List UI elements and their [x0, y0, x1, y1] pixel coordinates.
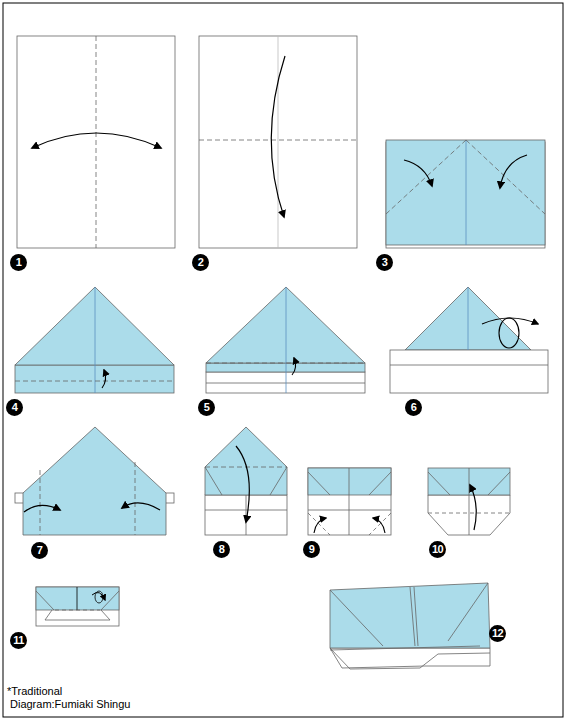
- credit-note: *Traditional: [7, 686, 62, 697]
- step-circle: 11: [10, 632, 27, 649]
- step-number: 8: [219, 544, 225, 555]
- step-circle: 7: [31, 542, 48, 559]
- step-circle: 12: [489, 625, 506, 642]
- step-number: 11: [13, 635, 24, 646]
- credit-note: Diagram:Fumiaki Shingu: [10, 699, 130, 710]
- step-circle: 5: [198, 399, 215, 416]
- step-circle: 2: [192, 254, 209, 271]
- step-number: 1: [16, 257, 22, 268]
- step-number: 3: [382, 257, 388, 268]
- step-circle: 1: [10, 254, 27, 271]
- step-circle: 6: [405, 399, 422, 416]
- step-number: 4: [12, 402, 18, 413]
- step-circle: 10: [429, 541, 446, 558]
- step-circle: 8: [213, 541, 230, 558]
- step-number: 7: [37, 545, 43, 556]
- step-number: 9: [309, 544, 315, 555]
- credit-text: *Traditional: [7, 685, 62, 697]
- credit-text: Diagram:Fumiaki Shingu: [10, 698, 130, 710]
- step-number: 10: [432, 544, 443, 555]
- step-number: 5: [204, 402, 210, 413]
- step-number: 6: [411, 402, 417, 413]
- step-number: 2: [198, 257, 204, 268]
- step-circle: 9: [303, 541, 320, 558]
- step-circle: 3: [376, 254, 393, 271]
- step-circle: 4: [6, 399, 23, 416]
- step-number: 12: [492, 628, 503, 639]
